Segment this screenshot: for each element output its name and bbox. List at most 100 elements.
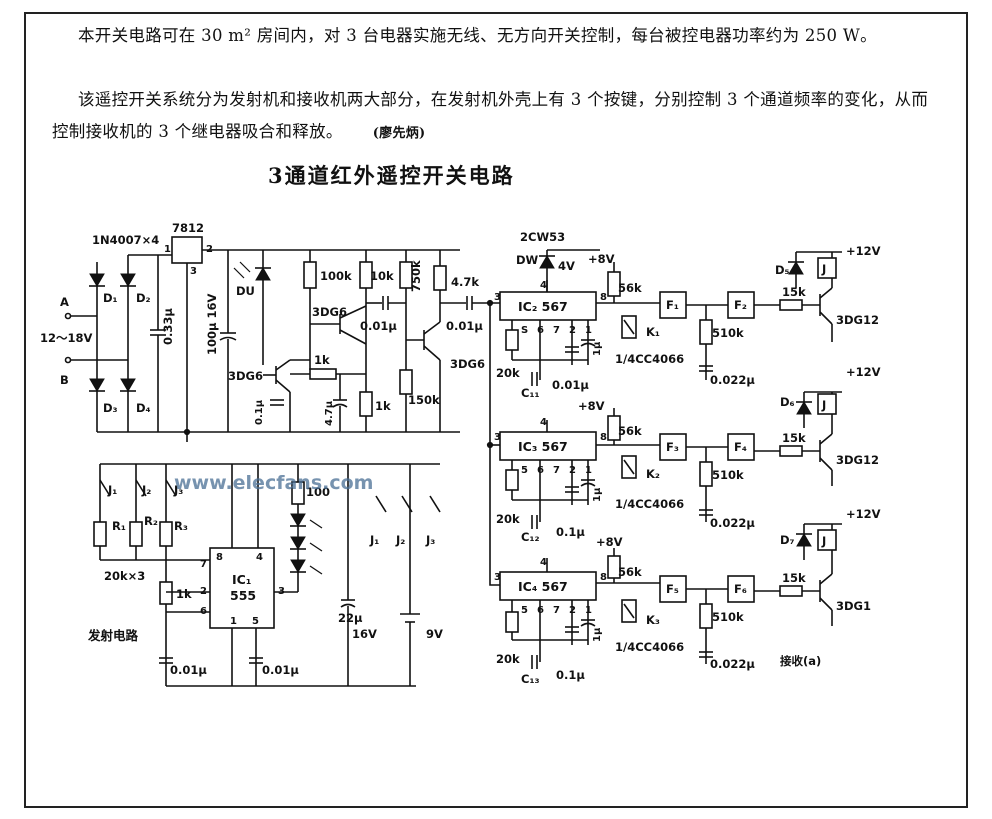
k2-label: K₂ xyxy=(646,467,660,481)
bus-junction-a xyxy=(486,441,494,449)
resistor-15k-2 xyxy=(779,445,803,457)
resistor-510k-2 xyxy=(699,461,713,487)
alt-key-j2-label: J₂ xyxy=(395,533,405,547)
r100k-label: 100k xyxy=(320,269,352,283)
v8c-label: +8V xyxy=(596,535,623,549)
reg-pin1: 1 xyxy=(164,244,171,255)
diodes-label: 1N4007×4 xyxy=(92,233,159,247)
d7-label: D₇ xyxy=(780,533,795,547)
q4-collector xyxy=(819,287,833,299)
resistor-r3 xyxy=(159,521,173,547)
d4-label: D₄ xyxy=(136,401,151,415)
d2-label: D₂ xyxy=(136,291,151,305)
switch-k3-blade xyxy=(623,603,635,619)
ir-led-3 xyxy=(289,559,307,573)
ic4-c01-label: 0.1μ xyxy=(556,668,585,682)
transmitter-caption: 发射电路 xyxy=(87,628,139,643)
q5-emitter xyxy=(819,457,833,471)
resistor-1k xyxy=(309,368,337,380)
f1-label: F₁ xyxy=(666,298,679,312)
resistor-510k-3 xyxy=(699,603,713,629)
key-j1-contact xyxy=(99,479,111,497)
cd4066b-label: 1/4CC4066 xyxy=(615,497,684,511)
ic4-label: IC₄ 567 xyxy=(518,579,568,594)
terminal-b-label: B xyxy=(60,373,69,387)
led2-ray xyxy=(309,542,323,552)
r100-label: 100 xyxy=(306,485,330,499)
r3-label: R₃ xyxy=(174,519,188,533)
ir-led-1 xyxy=(289,513,307,527)
key-j1-label: J₁ xyxy=(107,483,117,497)
v12c-label: +12V xyxy=(846,507,881,521)
resistor-10k xyxy=(359,261,373,289)
r56k3-label: 56k xyxy=(618,565,642,579)
ic4-1u-label: 1μ xyxy=(592,627,603,642)
ic3-pin7: 7 xyxy=(553,465,560,476)
cap47-plate-b xyxy=(332,403,348,408)
r510k-label: 510k xyxy=(712,326,744,340)
du-label: DU xyxy=(236,284,255,298)
ic2-pot-20k xyxy=(505,329,519,351)
ic2-pin5: S xyxy=(521,325,528,336)
resistor-56k xyxy=(607,271,621,297)
ic4-567 xyxy=(499,571,597,601)
r1k2-label: 1k xyxy=(375,399,391,413)
ic4-pot-20k xyxy=(505,611,519,633)
input-voltage-label: 12～18V xyxy=(40,331,93,345)
ic2-pin8: 8 xyxy=(600,292,607,303)
tc001a-label: 0.01μ xyxy=(170,663,207,677)
transmitter-section: J₁ J₂ J₃ R₁ R₂ R₃ 20k×3 IC₁ 555 8 4 7 2 … xyxy=(87,463,443,687)
r2-label: R₂ xyxy=(144,514,158,528)
ic1-pin1: 1 xyxy=(230,616,237,627)
diode-d5 xyxy=(787,261,805,275)
watermark-text: www.elecfans.com xyxy=(174,472,373,494)
switch-k2-blade xyxy=(623,459,635,475)
cd4066-label: 1/4CC4066 xyxy=(615,352,684,366)
d1-label: D₁ xyxy=(103,291,118,305)
cap47-label: 4.7μ xyxy=(324,400,335,426)
q2-emitter xyxy=(339,329,367,345)
r15k3-label: 15k xyxy=(782,571,806,585)
receiver-caption: 接收(a) xyxy=(780,654,821,668)
ic3-1u-label: 1μ xyxy=(592,487,603,502)
q1-label: 3DG6 xyxy=(228,369,263,383)
k3-label: K₃ xyxy=(646,613,660,627)
resistor-1k-tx xyxy=(159,581,173,605)
led1-ray xyxy=(309,519,323,529)
relay-j1 xyxy=(817,257,837,279)
r56k2-label: 56k xyxy=(618,424,642,438)
du-light-arrow-a xyxy=(239,261,251,273)
resistor-750k xyxy=(399,261,413,289)
ic4-pin5: 5 xyxy=(521,605,528,616)
key-j3-contact xyxy=(165,479,177,497)
f2-label: F₂ xyxy=(734,298,747,312)
q4-emitter xyxy=(819,311,833,325)
resistor-15k-3 xyxy=(779,585,803,597)
alt-key-j2 xyxy=(401,495,413,513)
signal-bus xyxy=(489,303,500,586)
key-j2-label: J₂ xyxy=(141,483,151,497)
resistor-r2 xyxy=(129,521,143,547)
figure-title: 3通道红外遥控开关电路 xyxy=(268,163,515,188)
intro-paragraph-2: 该遥控开关系统分为发射机和接收机两大部分，在发射机外壳上有 3 个按键，分别控制… xyxy=(52,90,929,141)
dw-label: DW xyxy=(516,253,539,267)
r20kx3-label: 20k×3 xyxy=(104,569,145,583)
relay-j3 xyxy=(817,529,837,551)
cap100-label: 100μ 16V xyxy=(205,294,219,355)
battery-label: 9V xyxy=(426,627,443,641)
ic1-pin5: 5 xyxy=(252,616,259,627)
resistor-100k xyxy=(303,261,317,289)
terminal-a xyxy=(64,312,72,320)
c001b-label: 0.01μ xyxy=(446,319,483,333)
resistor-15k xyxy=(779,299,803,311)
relay-j2-label: J xyxy=(821,398,826,412)
r750k-label: 750k xyxy=(409,260,423,292)
r510k3-label: 510k xyxy=(712,610,744,624)
bus-junction-b xyxy=(486,299,494,307)
alt-key-j3-label: J₃ xyxy=(425,533,435,547)
du-light-arrow-b xyxy=(233,267,245,279)
r15k-label: 15k xyxy=(782,285,806,299)
r1k-label: 1k xyxy=(314,353,330,367)
d3-label: D₃ xyxy=(103,401,118,415)
q6-label: 3DG1 xyxy=(836,599,871,613)
